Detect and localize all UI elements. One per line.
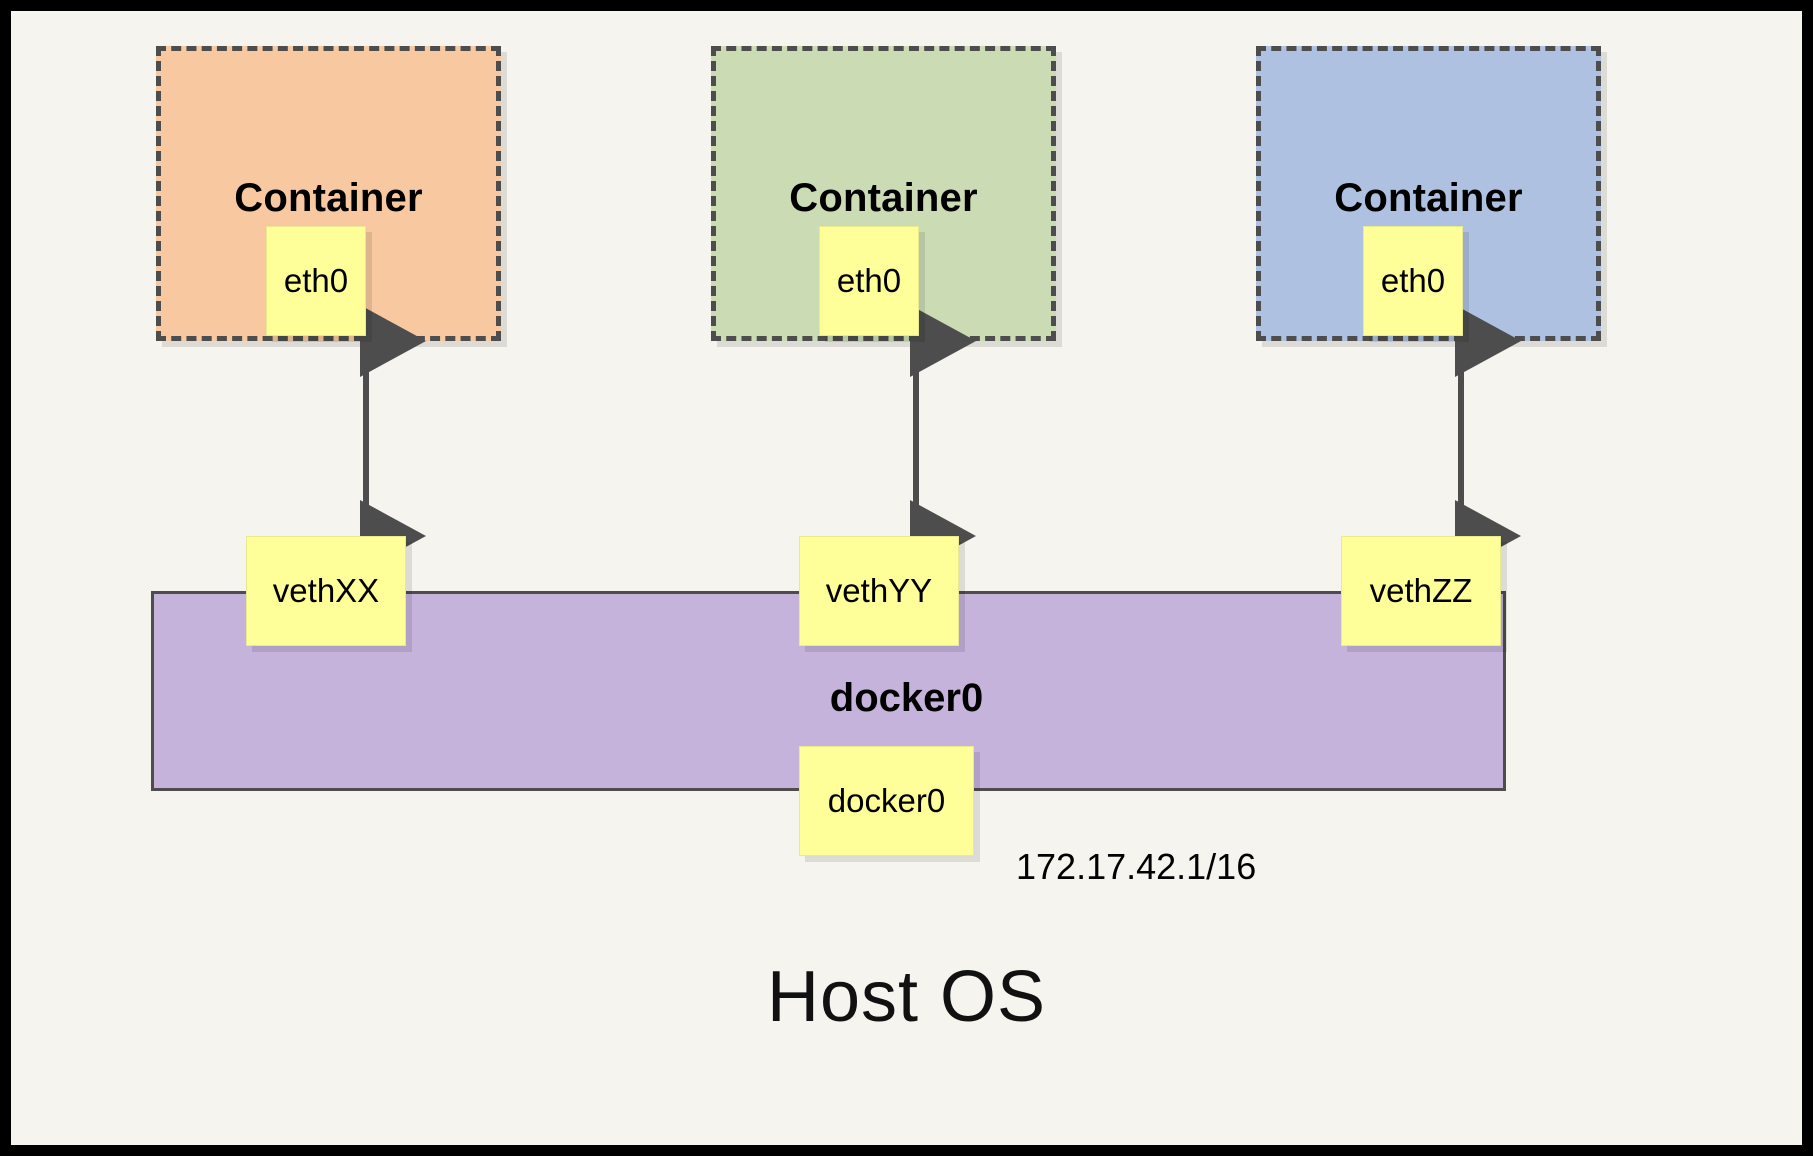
container-title-3: Container	[1334, 176, 1523, 220]
container-eth0-label-2: eth0	[836, 262, 902, 299]
docker0-interface-label: docker0	[827, 782, 946, 819]
veth-box-3[interactable]: vethZZ	[1341, 536, 1501, 646]
container-box-1[interactable]: Container	[156, 46, 501, 341]
container-eth0-box-2[interactable]: eth0	[819, 226, 919, 336]
veth-box-1[interactable]: vethXX	[246, 536, 406, 646]
docker0-ip-label: 172.17.42.1/16	[1016, 846, 1257, 887]
veth-label-2: vethYY	[825, 572, 933, 609]
veth-label-1: vethXX	[272, 572, 380, 609]
container-title-2: Container	[789, 176, 978, 220]
container-eth0-box-1[interactable]: eth0	[266, 226, 366, 336]
docker0-bridge-label: docker0	[829, 676, 984, 720]
host-os-label: Host OS	[766, 957, 1047, 1037]
container-eth0-label-1: eth0	[283, 262, 349, 299]
veth-label-3: vethZZ	[1369, 572, 1473, 609]
container-eth0-label-3: eth0	[1380, 262, 1446, 299]
diagram-stage: Container eth0 Container eth0 Container …	[11, 11, 1802, 1145]
container-eth0-box-3[interactable]: eth0	[1363, 226, 1463, 336]
veth-box-2[interactable]: vethYY	[799, 536, 959, 646]
container-title-1: Container	[234, 176, 423, 220]
docker0-interface-box[interactable]: docker0	[799, 746, 974, 856]
